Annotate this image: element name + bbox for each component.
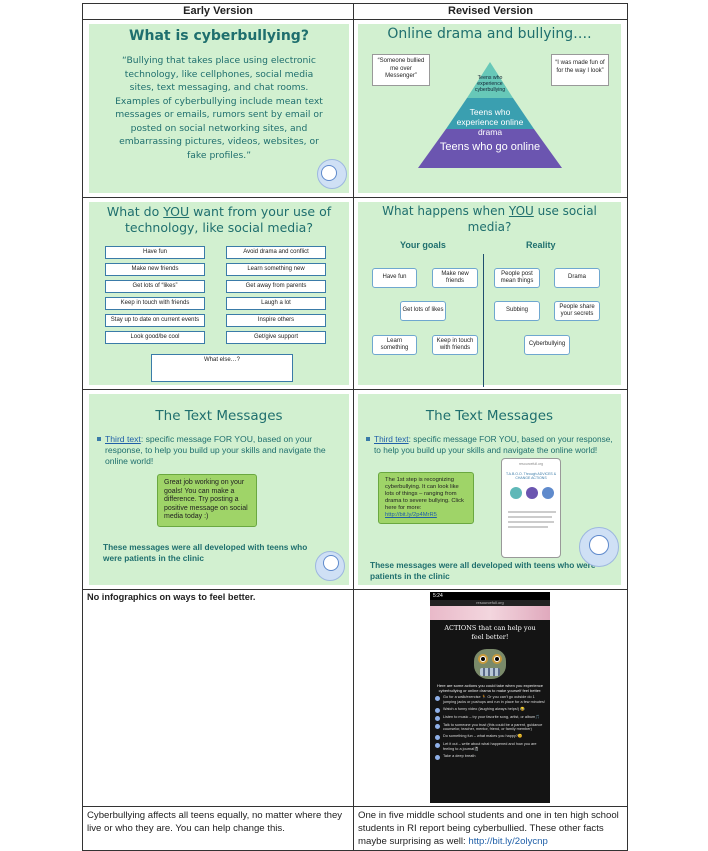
actions-list: Go for a walk/exercise 🏃 Or you can't go… (430, 695, 550, 760)
developed-with-teens-note: These messages were all developed with t… (370, 560, 596, 581)
goal-option[interactable]: Get/give support (226, 331, 326, 344)
slide-title: What happens when YOU use social media? (382, 204, 597, 234)
comparison-table: Early Version Revised Version What is cy… (82, 3, 628, 851)
phone-circle-icon (526, 487, 538, 499)
goal-option[interactable]: Keep in touch with friends (105, 297, 205, 310)
slide-title: Online drama and bullying…. (387, 26, 592, 42)
goal-option[interactable]: Have fun (105, 246, 205, 259)
phone-infographic: 5:24 resourcefull.org ACTIONS that can h… (430, 592, 550, 803)
pyramid-bottom-label: Teens who go online (439, 141, 541, 153)
quote-box-right: “I was made fun of for the way I look” (551, 54, 609, 86)
action-item: Do something fun – what makes you happy?… (435, 734, 545, 741)
pyramid-top-label: Teens who experience cyberbullying (474, 75, 506, 94)
goal-option[interactable]: Get away from parents (226, 280, 326, 293)
goal-box: Have fun (372, 268, 417, 288)
action-item: Take a deep breath (435, 754, 545, 760)
decorative-globe-icon (323, 555, 339, 571)
definition-quote: “Bullying that takes place using electro… (115, 55, 323, 161)
goal-option[interactable]: Avoid drama and conflict (226, 246, 326, 259)
floral-banner (430, 606, 550, 620)
phone-circle-icon (510, 487, 522, 499)
phone-text-line (508, 516, 552, 518)
phone-url: resourcefull.org (518, 462, 544, 466)
text-message-bubble: The 1st step is recognizing cyberbullyin… (378, 472, 474, 524)
row5-early-cell: Cyberbullying affects all teens equally,… (82, 806, 354, 851)
reality-box: People post mean things (494, 268, 540, 288)
action-item: Let it out – write about what happened a… (435, 742, 545, 752)
goal-box: Keep in touch with friends (432, 335, 478, 355)
slide-text-messages-revised: The Text Messages Third text: specific m… (358, 394, 621, 585)
slide-title: The Text Messages (425, 408, 554, 424)
owl-icon (470, 645, 510, 681)
phone-text-line (508, 521, 554, 523)
goal-option[interactable]: Inspire others (226, 314, 326, 327)
reality-box: Subbing (494, 301, 540, 321)
action-item: Go for a walk/exercise 🏃 Or you can't go… (435, 695, 545, 705)
goal-box: Learn something (372, 335, 417, 355)
reality-box: Cyberbullying (524, 335, 570, 355)
row4-revised-cell: 5:24 resourcefull.org ACTIONS that can h… (353, 589, 628, 807)
decorative-globe-icon (321, 165, 337, 181)
row3-revised-cell: The Text Messages Third text: specific m… (353, 389, 628, 590)
action-item: Listen to music – try your favorite song… (435, 715, 545, 721)
slide-title: The Text Messages (155, 408, 283, 424)
phone-heading: T.A.B.O.O. Through ADVICES & CHANGE ACTI… (505, 472, 557, 480)
reality-box: Drama (554, 268, 600, 288)
slide-online-drama: Online drama and bullying…. “Someone bul… (358, 24, 621, 193)
phone-circle-icon (542, 487, 554, 499)
goal-option[interactable]: Learn something new (226, 263, 326, 276)
developed-with-teens-note: These messages were all developed with t… (103, 542, 308, 563)
goal-option[interactable]: Stay up to date on current events (105, 314, 205, 327)
goals-heading: Your goals (400, 240, 446, 250)
slide-what-do-you-want: What do YOU want from your use of techno… (89, 202, 349, 385)
action-item: Watch a funny video (laughing always hel… (435, 707, 545, 713)
slide-title: What is cyberbullying? (129, 28, 309, 44)
reality-box: People share your secrets (554, 301, 600, 321)
divider-line (483, 254, 484, 387)
phone-text-line (508, 526, 548, 528)
slide-what-is-cyberbullying: What is cyberbullying? “Bullying that ta… (89, 24, 349, 193)
row1-early-cell: What is cyberbullying? “Bullying that ta… (82, 19, 354, 198)
pyramid-diagram (418, 62, 562, 168)
phone-url-bar: resourcefull.org (430, 600, 550, 606)
action-item: Talk to someone you trust (this could be… (435, 723, 545, 733)
decorative-globe-icon (589, 535, 609, 555)
row2-early-cell: What do YOU want from your use of techno… (82, 197, 354, 390)
slide-what-happens: What happens when YOU use social media? … (358, 202, 621, 387)
phone-status-bar: 5:24 (430, 592, 550, 600)
row5-revised-cell: One in five middle school students and o… (353, 806, 628, 851)
reality-heading: Reality (526, 240, 556, 250)
revised-fact-text: One in five middle school students and o… (358, 810, 619, 847)
goal-option[interactable]: Get lots of “likes” (105, 280, 205, 293)
slide-text-messages-early: The Text Messages Third text: specific m… (89, 394, 349, 585)
text-message-bubble: Great job working on your goals! You can… (157, 474, 257, 527)
facts-link[interactable]: http://bit.ly/2olycnp (468, 836, 548, 847)
slide-title: What do YOU want from your use of techno… (106, 204, 332, 235)
actions-intro: Here are some actions you could take whe… (436, 683, 544, 693)
row3-early-cell: The Text Messages Third text: specific m… (82, 389, 354, 590)
third-text-bullet: Third text: specific message FOR YOU, ba… (358, 434, 621, 456)
goal-option[interactable]: Make new friends (105, 263, 205, 276)
row2-revised-cell: What happens when YOU use social media? … (353, 197, 628, 390)
header-revised: Revised Version (353, 3, 628, 20)
what-else-input[interactable]: What else…? (151, 354, 293, 382)
third-text-bullet: Third text: specific message FOR YOU, ba… (89, 434, 349, 467)
goal-box: Make new friends (432, 268, 478, 288)
pyramid-middle-label: Teens who experience online drama (456, 107, 524, 137)
quote-box-left: “Someone bullied me over Messenger” (372, 54, 430, 86)
goal-option[interactable]: Look good/be cool (105, 331, 205, 344)
early-fact-text: Cyberbullying affects all teens equally,… (87, 810, 343, 834)
actions-heading: ACTIONS that can help you feel better! (444, 624, 536, 641)
goal-box: Get lots of likes (400, 301, 446, 321)
pyramid-bottom (418, 129, 562, 168)
header-early: Early Version (82, 3, 354, 20)
pyramid-middle (446, 98, 534, 129)
pyramid-top (467, 62, 513, 98)
row1-revised-cell: Online drama and bullying…. “Someone bul… (353, 19, 628, 198)
phone-preview: resourcefull.org T.A.B.O.O. Through ADVI… (501, 458, 561, 558)
phone-text-line (508, 511, 556, 513)
no-infographics-text: No infographics on ways to feel better. (87, 592, 256, 602)
goal-option[interactable]: Laugh a lot (226, 297, 326, 310)
row4-early-cell: No infographics on ways to feel better. (82, 589, 354, 807)
